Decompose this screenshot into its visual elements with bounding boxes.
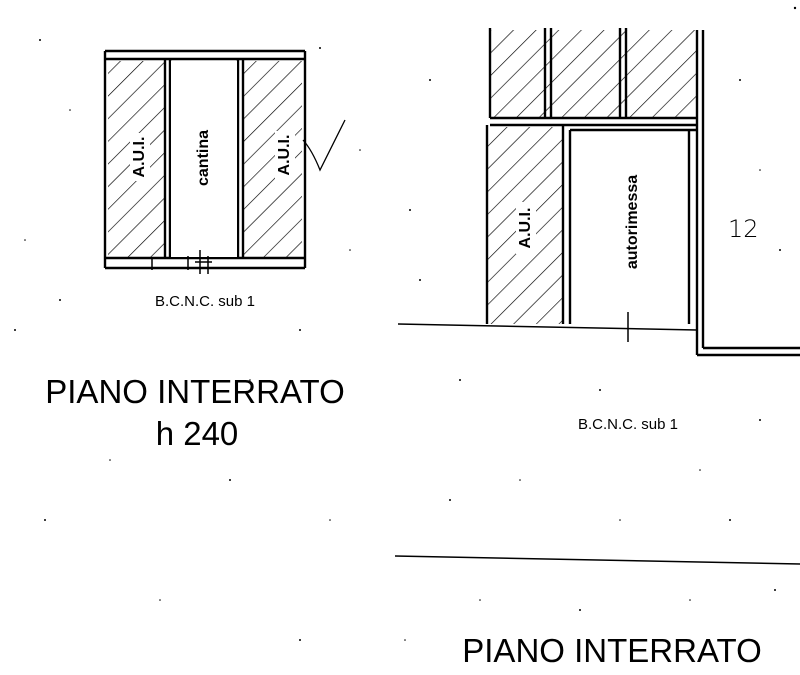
right-top-hatch [490, 30, 696, 118]
autorimessa-label: autorimessa [624, 175, 641, 269]
right-aui-label: A.U.I. [517, 208, 534, 249]
right-bcnc-label: B.C.N.C. sub 1 [578, 416, 678, 433]
left-floor-plan: A.U.I. cantina A.U.I. B.C.N.C. sub 1 PIA… [45, 49, 346, 452]
scan-noise [14, 6, 797, 641]
divider-line [394, 555, 800, 565]
left-bcnc-label: B.C.N.C. sub 1 [155, 293, 255, 310]
handwritten-number: 12 [728, 215, 759, 243]
handwritten-check-mark [302, 119, 346, 172]
aui-left-label: A.U.I. [131, 137, 148, 178]
left-plan-title: PIANO INTERRATO [45, 373, 344, 410]
cantina-label: cantina [195, 130, 212, 186]
right-plan-title: PIANO INTERRATO [462, 632, 761, 669]
aui-right-label: A.U.I. [276, 135, 293, 176]
left-plan-height: h 240 [156, 415, 239, 452]
right-floor-plan: A.U.I. autorimessa 12 B.C.N.C. sub 1 PIA… [394, 28, 800, 669]
